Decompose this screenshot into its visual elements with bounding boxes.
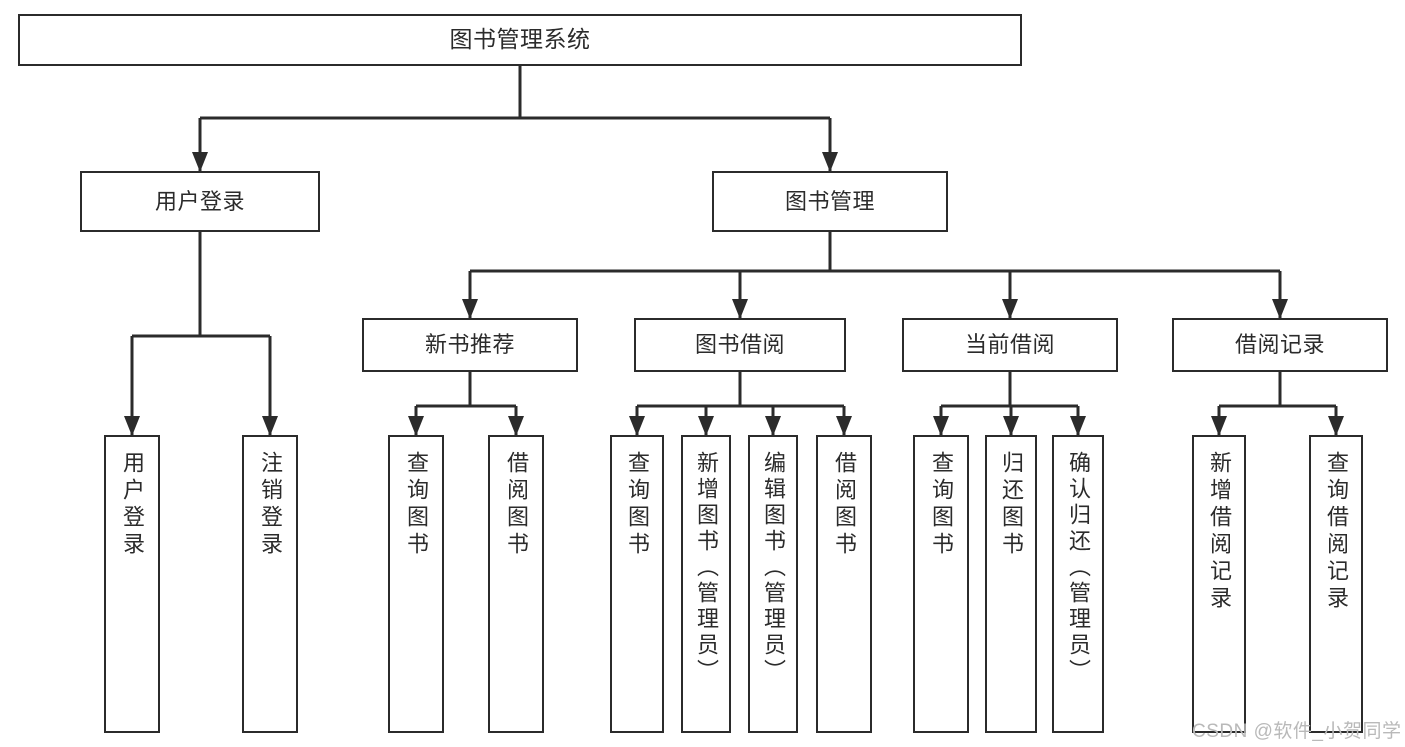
- node-leaf-query-record[interactable]: 查询借阅记录: [1309, 435, 1363, 733]
- node-label: 图书借阅: [694, 332, 785, 358]
- node-leaf-query-book-a[interactable]: 查询图书: [388, 435, 444, 733]
- node-label: 查询图书: [625, 451, 650, 559]
- node-leaf-user-logout[interactable]: 注销登录: [242, 435, 298, 733]
- node-label: 查询图书: [929, 451, 954, 559]
- node-label: 用户登录: [120, 451, 145, 559]
- node-root[interactable]: 图书管理系统: [18, 14, 1022, 66]
- node-label: 图书管理系统: [449, 26, 591, 53]
- node-label: 注销登录: [258, 451, 283, 559]
- node-leaf-add-record[interactable]: 新增借阅记录: [1192, 435, 1246, 733]
- node-leaf-query-book-b[interactable]: 查询图书: [610, 435, 664, 733]
- node-label: 借阅图书: [832, 451, 857, 559]
- node-label: 用户登录: [154, 188, 245, 214]
- node-label: 新书推荐: [424, 332, 515, 358]
- node-label: 查询借阅记录: [1324, 451, 1349, 613]
- node-label: 当前借阅: [964, 332, 1055, 358]
- node-leaf-query-book-c[interactable]: 查询图书: [913, 435, 969, 733]
- node-label: 新增借阅记录: [1207, 451, 1232, 613]
- node-label: 编辑图书（管理员）: [761, 451, 786, 685]
- node-leaf-user-login[interactable]: 用户登录: [104, 435, 160, 733]
- node-leaf-edit-book[interactable]: 编辑图书（管理员）: [748, 435, 798, 733]
- node-new-book-rec[interactable]: 新书推荐: [362, 318, 578, 372]
- node-label: 查询图书: [404, 451, 429, 559]
- node-leaf-borrow-book-a[interactable]: 借阅图书: [488, 435, 544, 733]
- node-leaf-confirm-return[interactable]: 确认归还（管理员）: [1052, 435, 1104, 733]
- node-label: 图书管理: [784, 188, 875, 214]
- node-book-borrow[interactable]: 图书借阅: [634, 318, 846, 372]
- node-label: 归还图书: [999, 451, 1024, 559]
- node-label: 借阅记录: [1234, 332, 1325, 358]
- node-leaf-add-book[interactable]: 新增图书（管理员）: [681, 435, 731, 733]
- watermark: CSDN @软件_小贺同学: [1192, 721, 1402, 742]
- node-leaf-borrow-book-b[interactable]: 借阅图书: [816, 435, 872, 733]
- node-user-login[interactable]: 用户登录: [80, 171, 320, 232]
- node-leaf-return-book[interactable]: 归还图书: [985, 435, 1037, 733]
- node-borrow-record[interactable]: 借阅记录: [1172, 318, 1388, 372]
- node-book-manage[interactable]: 图书管理: [712, 171, 948, 232]
- node-current-borrow[interactable]: 当前借阅: [902, 318, 1118, 372]
- node-label: 确认归还（管理员）: [1066, 451, 1091, 685]
- node-label: 借阅图书: [504, 451, 529, 559]
- node-label: 新增图书（管理员）: [694, 451, 719, 685]
